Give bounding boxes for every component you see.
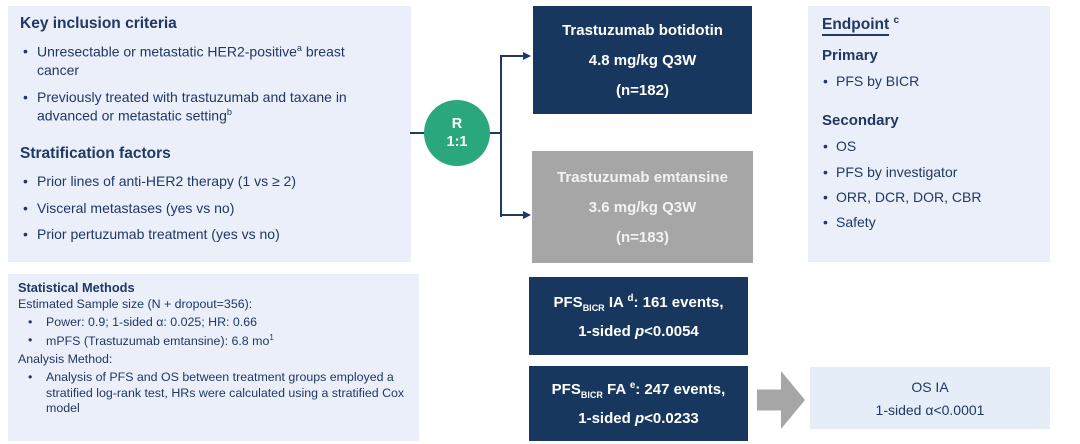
os-box-line2: 1-sided α<0.0001: [875, 401, 985, 418]
endpoints-panel: Endpoint c Primary PFS by BICR Secondary…: [808, 6, 1050, 262]
inclusion-bullet-list: Unresectable or metastatic HER2-positive…: [20, 42, 399, 125]
block-arrow-right-icon: [757, 371, 805, 429]
sample-size-line: Estimated Sample size (N + dropout=356):: [18, 297, 253, 311]
endpoints-title-footnote: c: [893, 15, 900, 26]
arrow-right-icon: [523, 211, 531, 219]
analysis-method-line: Analysis Method:: [18, 351, 113, 366]
secondary-bullet-list: OS PFS by investigator ORR, DCR, DOR, CB…: [822, 137, 1036, 231]
statistical-methods-panel: Statistical Methods Estimated Sample siz…: [8, 274, 419, 441]
os-interim-analysis-box: OS IA 1-sided α<0.0001: [810, 367, 1050, 429]
stratification-bullet-list: Prior lines of anti-HER2 therapy (1 vs ≥…: [20, 172, 399, 244]
inclusion-bullet: Unresectable or metastatic HER2-positive…: [20, 42, 390, 80]
os-box-line1: OS IA: [911, 378, 949, 395]
arm-n: (n=183): [616, 228, 669, 246]
arm-dose: 3.6 mg/kg Q3W: [588, 198, 697, 216]
connector-line: [489, 132, 502, 134]
analysis-line1: PFSBICR FA e: 247 events,: [551, 380, 726, 400]
stratification-bullet: Prior pertuzumab treatment (yes vs no): [20, 225, 390, 244]
randomization-ratio: 1:1: [446, 134, 468, 150]
sample-size-bullet: Power: 0.9; 1-sided α: 0.025; HR: 0.66: [18, 315, 409, 331]
arrow-right-icon: [523, 52, 531, 60]
stratification-title: Stratification factors: [20, 145, 171, 163]
primary-bullet: PFS by BICR: [822, 72, 1036, 90]
arm-name: Trastuzumab botidotin: [562, 21, 723, 39]
inclusion-bullet: Previously treated with trastuzumab and …: [20, 88, 390, 126]
pfs-final-analysis-box: PFSBICR FA e: 247 events, 1-sided p<0.02…: [529, 366, 748, 441]
primary-bullet-list: PFS by BICR: [822, 72, 1036, 90]
endpoints-title-text: Endpoint: [822, 16, 890, 37]
inclusion-title: Key inclusion criteria: [20, 15, 177, 32]
pfs-interim-analysis-box: PFSBICR IA d: 161 events, 1-sided p<0.00…: [529, 277, 748, 355]
arm-name: Trastuzumab emtansine: [557, 168, 728, 186]
arm-n: (n=182): [616, 81, 669, 99]
endpoints-title: Endpoint c: [822, 15, 1036, 37]
connector-line: [410, 132, 425, 134]
inclusion-criteria-panel: Key inclusion criteria Unresectable or m…: [8, 6, 411, 262]
connector-line: [500, 214, 523, 216]
sample-size-bullet: mPFS (Trastuzumab emtansine): 6.8 mo1: [18, 333, 409, 350]
sample-size-bullet-list: Power: 0.9; 1-sided α: 0.025; HR: 0.66 m…: [18, 315, 409, 350]
connector-line: [500, 55, 523, 57]
secondary-label: Secondary: [822, 112, 899, 130]
stratification-bullet: Visceral metastases (yes vs no): [20, 199, 390, 218]
randomization-letter: R: [451, 115, 463, 132]
arm-box-trastuzumab-botidotin: Trastuzumab botidotin 4.8 mg/kg Q3W (n=1…: [533, 6, 752, 114]
secondary-bullet: OS: [822, 137, 1036, 155]
secondary-bullet: Safety: [822, 213, 1036, 231]
primary-label: Primary: [822, 47, 878, 65]
analysis-line2: 1-sided p<0.0233: [578, 410, 699, 427]
randomization-circle: R 1:1: [424, 100, 490, 166]
connector-line: [500, 55, 502, 217]
analysis-line2: 1-sided p<0.0054: [578, 322, 699, 340]
analysis-line1: PFSBICR IA d: 161 events,: [553, 292, 724, 313]
secondary-bullet: PFS by investigator: [822, 163, 1036, 181]
arm-dose: 4.8 mg/kg Q3W: [588, 51, 697, 69]
stats-title: Statistical Methods: [18, 280, 135, 295]
stratification-bullet: Prior lines of anti-HER2 therapy (1 vs ≥…: [20, 172, 390, 191]
analysis-method-bullet-list: Analysis of PFS and OS between treatment…: [18, 370, 409, 418]
secondary-bullet: ORR, DCR, DOR, CBR: [822, 188, 1036, 206]
arm-box-trastuzumab-emtansine: Trastuzumab emtansine 3.6 mg/kg Q3W (n=1…: [532, 151, 753, 263]
analysis-method-bullet: Analysis of PFS and OS between treatment…: [18, 370, 409, 418]
